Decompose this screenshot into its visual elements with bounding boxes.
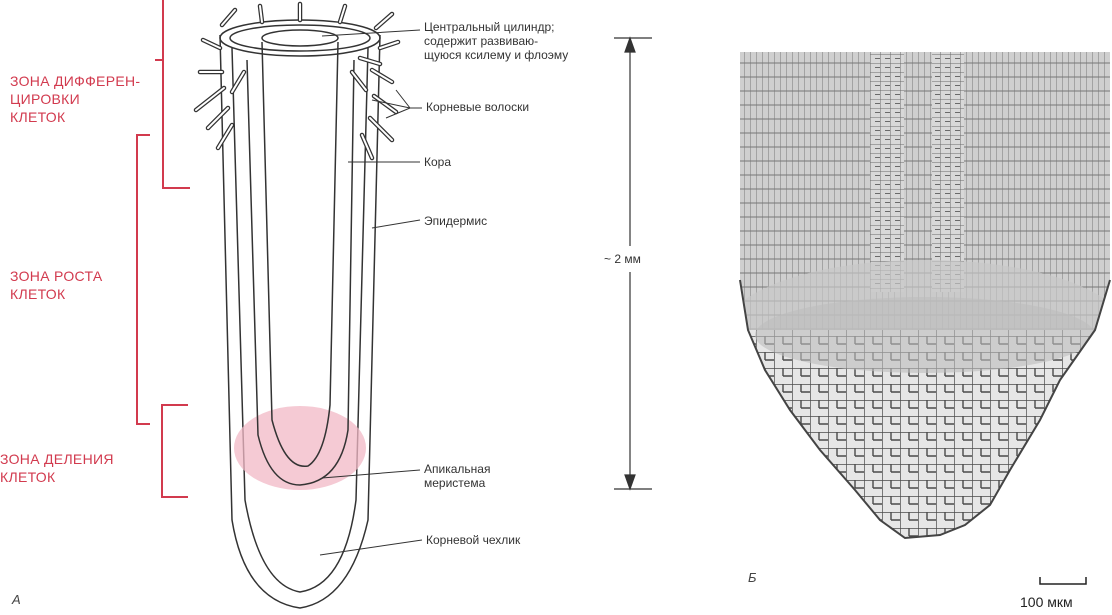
- central-cylinder-outline: [261, 41, 339, 467]
- leader-lines: [319, 29, 423, 556]
- root-tip-micrograph: [740, 52, 1110, 538]
- panel-a-label: А: [12, 592, 21, 607]
- zone-growth-label: ЗОНА РОСТА КЛЕТОК: [10, 268, 103, 302]
- central-cylinder-label: Центральный цилиндр; содержит развиваю- …: [424, 20, 569, 62]
- zone-division-label: ЗОНА ДЕЛЕНИЯ КЛЕТОК: [0, 451, 114, 485]
- cortex-label: Кора: [424, 155, 452, 169]
- scale-bar-label: 100 мкм: [1020, 594, 1073, 610]
- zone-differentiation-label: ЗОНА ДИФФЕРЕН- ЦИРОВКИ КЛЕТОК: [10, 73, 141, 125]
- micrograph-edge: [739, 279, 1111, 540]
- division-bracket: [161, 404, 188, 498]
- epidermis-label: Эпидермис: [424, 214, 488, 228]
- root-outline: [219, 34, 381, 609]
- apical-meristem-label: Апикальная меристема: [424, 462, 491, 490]
- root-cap-label: Корневой чехлик: [426, 533, 521, 547]
- growth-bracket: [136, 134, 150, 425]
- length-measure: [614, 36, 652, 491]
- differentiation-bracket: [155, 0, 190, 189]
- meristem-zone: [234, 406, 366, 490]
- zone-brackets: [136, 0, 190, 498]
- cortex-inner-line: [246, 59, 355, 486]
- root-hairs-label: Корневые волоски: [426, 100, 530, 114]
- scale-bar: [1039, 577, 1087, 585]
- length-label: ~ 2 мм: [604, 252, 641, 266]
- panel-b-label: Б: [748, 570, 757, 585]
